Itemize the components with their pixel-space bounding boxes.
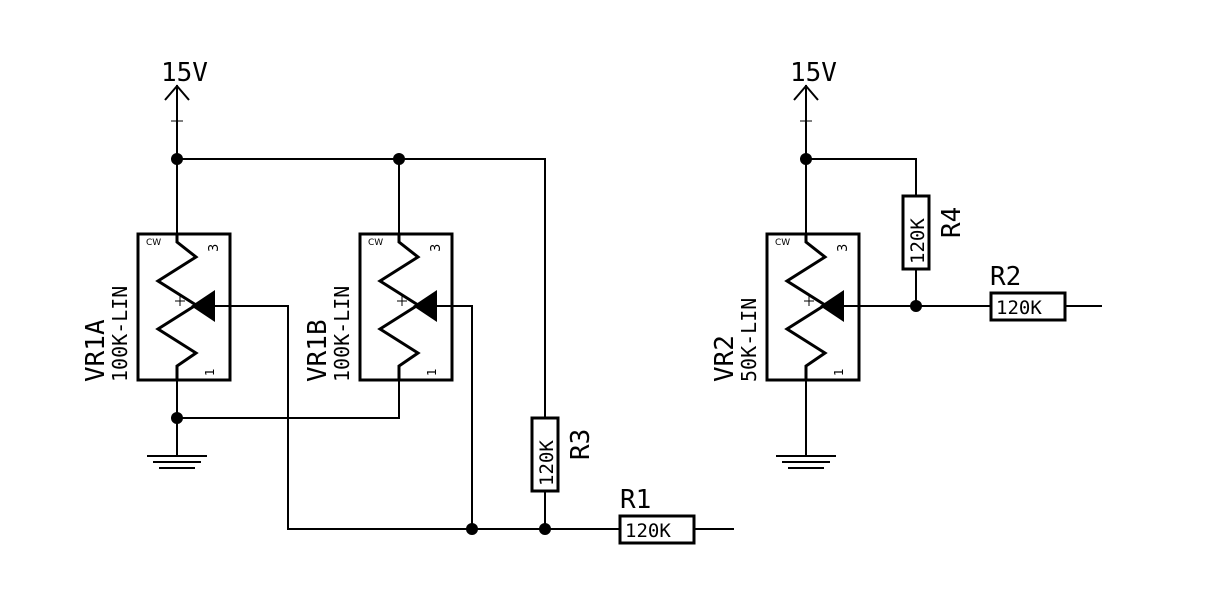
r4-name: R4 xyxy=(937,207,967,238)
supply-label-left: 15V xyxy=(161,58,208,88)
vr1b-name: VR1B xyxy=(303,319,333,382)
potentiometer-vr1b: CW 3 1 VR1B 100K-LIN xyxy=(303,232,454,382)
supply-15v-right: 15V xyxy=(790,58,837,160)
wire-vr1a-wiper xyxy=(229,305,289,530)
junction-dot xyxy=(393,153,405,165)
r2-value: 120K xyxy=(996,297,1042,319)
wire-vr1b-wiper xyxy=(451,305,473,530)
resistor-r4: 120K R4 xyxy=(901,194,967,271)
vr2-name: VR2 xyxy=(710,335,740,382)
left-circuit: 15V CW 3 1 VR1A 100K-LIN xyxy=(81,58,734,545)
r2-name: R2 xyxy=(990,262,1021,292)
junction-dot xyxy=(171,153,183,165)
r3-value: 120K xyxy=(536,440,558,486)
pin-3-label: 3 xyxy=(429,244,444,252)
junction-dot xyxy=(466,523,478,535)
vr1b-value: 100K-LIN xyxy=(330,286,354,382)
junction-dot xyxy=(910,300,922,312)
ground-symbol-right xyxy=(776,455,836,469)
pin-1-label: 1 xyxy=(832,368,846,376)
supply-label-right: 15V xyxy=(790,58,837,88)
pin-cw-label: CW xyxy=(146,238,161,248)
resistor-r3: 120K R3 xyxy=(530,416,596,493)
pin-3-label: 3 xyxy=(207,244,222,252)
vr2-value: 50K-LIN xyxy=(737,298,761,382)
pin-1-label: 1 xyxy=(203,368,217,376)
resistor-r1: 120K R1 xyxy=(618,485,734,545)
junction-dot xyxy=(800,153,812,165)
potentiometer-vr1a: CW 3 1 VR1A 100K-LIN xyxy=(81,232,232,382)
pin-3-label: 3 xyxy=(836,244,851,252)
r1-name: R1 xyxy=(620,485,651,515)
pin-cw-label: CW xyxy=(368,238,383,248)
resistor-r2: 120K R2 xyxy=(989,262,1102,322)
supply-15v-left: 15V xyxy=(161,58,208,160)
junction-dot xyxy=(539,523,551,535)
ground-symbol-left xyxy=(147,455,207,469)
junction-dot xyxy=(171,412,183,424)
vr1a-name: VR1A xyxy=(81,319,111,382)
r4-value: 120K xyxy=(907,218,929,264)
vr1a-value: 100K-LIN xyxy=(108,286,132,382)
r1-value: 120K xyxy=(625,520,671,542)
r3-name: R3 xyxy=(566,429,596,460)
right-circuit: 15V 120K R4 CW 3 1 VR2 50K-LIN xyxy=(710,58,1102,469)
pin-1-label: 1 xyxy=(425,368,439,376)
potentiometer-vr2: CW 3 1 VR2 50K-LIN xyxy=(710,232,861,382)
pin-cw-label: CW xyxy=(775,238,790,248)
